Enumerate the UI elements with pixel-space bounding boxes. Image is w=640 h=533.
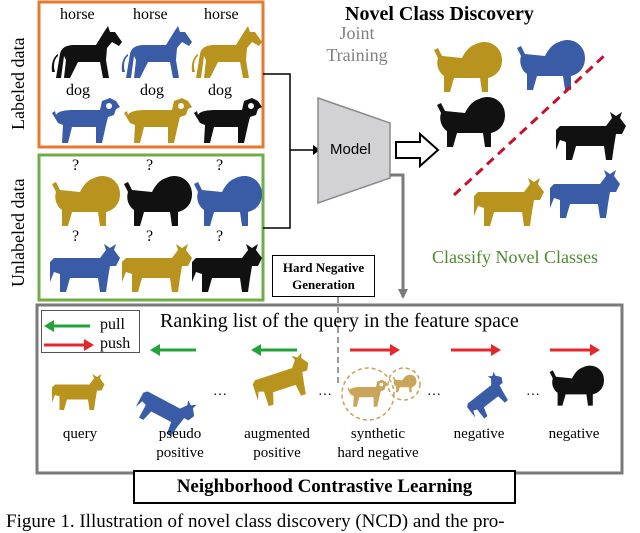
model-block	[317, 96, 391, 205]
ncd-title: Novel Class Discovery	[345, 3, 534, 25]
item-caption-negative: negative	[534, 425, 614, 444]
joint-training-line2: Training	[326, 45, 388, 65]
augmented-cow-icon	[248, 351, 318, 409]
synthetic-lion-icon	[392, 374, 417, 393]
horse-label: horse	[204, 6, 239, 23]
item-caption-line1: query	[62, 426, 98, 442]
output-arrow	[395, 131, 440, 169]
legend-pull-head	[44, 320, 54, 332]
dog-label: dog	[140, 82, 164, 99]
figure-caption: Figure 1. Illustration of novel class di…	[6, 511, 505, 532]
item-caption-query: query	[40, 425, 120, 444]
dog-icon	[52, 98, 120, 143]
item-caption-line1: pseudo	[158, 426, 202, 442]
unlabeled-data-title-text: Unlabeled data	[8, 178, 28, 287]
hard-negative-line2: Generation	[292, 277, 355, 292]
lion-icon	[52, 175, 120, 226]
dog-icon	[194, 98, 262, 143]
dog-icon	[124, 98, 192, 143]
model-label: Model	[330, 141, 371, 158]
horse-icon	[51, 26, 122, 78]
cow-icon	[122, 244, 192, 292]
horse-label: horse	[133, 6, 168, 23]
negative-lion-icon	[549, 365, 604, 406]
cow-icon	[550, 170, 620, 218]
ncl-title-box: Neighborhood Contrastive Learning	[133, 470, 516, 504]
item-caption-line1: synthetic	[350, 426, 406, 442]
item-caption-line2: positive	[253, 445, 301, 461]
classify-novel-classes-label: Classify Novel Classes	[432, 247, 598, 267]
legend-push-label: push	[100, 335, 131, 352]
horse-icon	[191, 26, 262, 78]
synthetic-mix-circle	[387, 367, 421, 401]
hard-negative-line1: Hard Negative	[282, 260, 365, 275]
lion-icon	[437, 96, 505, 147]
item-caption-line1: augmented	[244, 426, 310, 442]
pull-arrow-head	[150, 344, 160, 356]
ellipsis: …	[318, 384, 332, 399]
item-caption-line1: negative	[453, 426, 505, 442]
model-to-ncl-arrow	[390, 173, 408, 299]
joint-training-label: Joint Training	[312, 22, 402, 66]
ellipsis: …	[526, 384, 540, 399]
item-caption-augmented-positive: augmented positive	[227, 425, 327, 463]
synthetic-circle	[341, 367, 395, 421]
input-bracket	[263, 73, 291, 229]
item-caption-line2: positive	[156, 445, 204, 461]
legend-box	[41, 310, 140, 353]
hard-negative-generation-box: Hard Negative Generation	[272, 255, 375, 297]
unknown-mark: ?	[72, 157, 80, 174]
legend-pull-label: pull	[100, 316, 125, 333]
lion-icon	[194, 175, 262, 226]
unknown-mark: ?	[216, 157, 224, 174]
unknown-mark: ?	[146, 228, 154, 245]
push-arrow-head	[590, 344, 600, 356]
negative-cow-icon	[460, 369, 516, 423]
dog-label: dog	[66, 82, 90, 99]
legend-push-head	[84, 339, 94, 351]
ellipsis: …	[213, 384, 227, 399]
joint-training-line1: Joint	[339, 23, 375, 43]
push-arrow-head	[491, 344, 501, 356]
pull-arrow-head	[251, 344, 261, 356]
horse-icon	[121, 26, 192, 78]
query-cow-icon	[52, 374, 105, 410]
lion-icon	[124, 175, 192, 226]
cow-icon	[474, 178, 544, 226]
item-caption-line2: hard negative	[337, 445, 419, 461]
ncl-title: Neighborhood Contrastive Learning	[176, 476, 473, 497]
labeled-data-title-text: Labeled data	[8, 37, 28, 130]
item-caption-line1: negative	[548, 426, 600, 442]
item-caption-synthetic-hard-negative: synthetic hard negative	[318, 425, 438, 463]
input-arrow-head	[313, 145, 320, 155]
cow-icon	[192, 244, 262, 292]
dog-label: dog	[208, 82, 232, 99]
ellipsis: …	[427, 384, 441, 399]
cow-icon	[50, 244, 120, 292]
lion-icon	[434, 41, 502, 92]
push-arrow-head	[390, 344, 400, 356]
horse-label: horse	[60, 6, 95, 23]
synthetic-dog-icon	[347, 379, 388, 407]
unknown-mark: ?	[72, 228, 80, 245]
ranking-list-title: Ranking list of the query in the feature…	[160, 310, 519, 332]
cow-icon	[556, 112, 626, 160]
decision-boundary	[452, 53, 607, 197]
item-caption-pseudo-positive: pseudo positive	[140, 425, 220, 463]
unknown-mark: ?	[146, 157, 154, 174]
item-caption-negative: negative	[439, 425, 519, 444]
unknown-mark: ?	[216, 228, 224, 245]
